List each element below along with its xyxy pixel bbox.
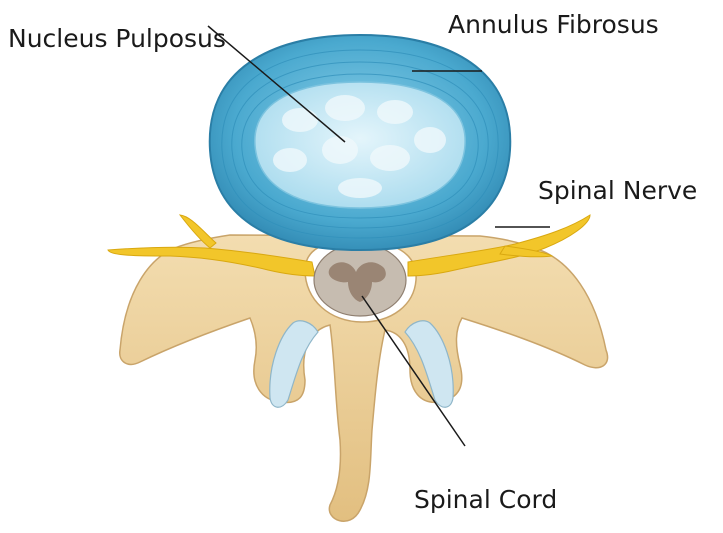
spinal-cord xyxy=(314,244,406,316)
label-spinal-nerve: Spinal Nerve xyxy=(538,178,697,203)
label-spinal-cord: Spinal Cord xyxy=(414,487,557,512)
intervertebral-disc xyxy=(210,35,511,250)
label-annulus-fibrosus: Annulus Fibrosus xyxy=(448,12,659,37)
label-nucleus-pulposus: Nucleus Pulposus xyxy=(8,26,226,51)
